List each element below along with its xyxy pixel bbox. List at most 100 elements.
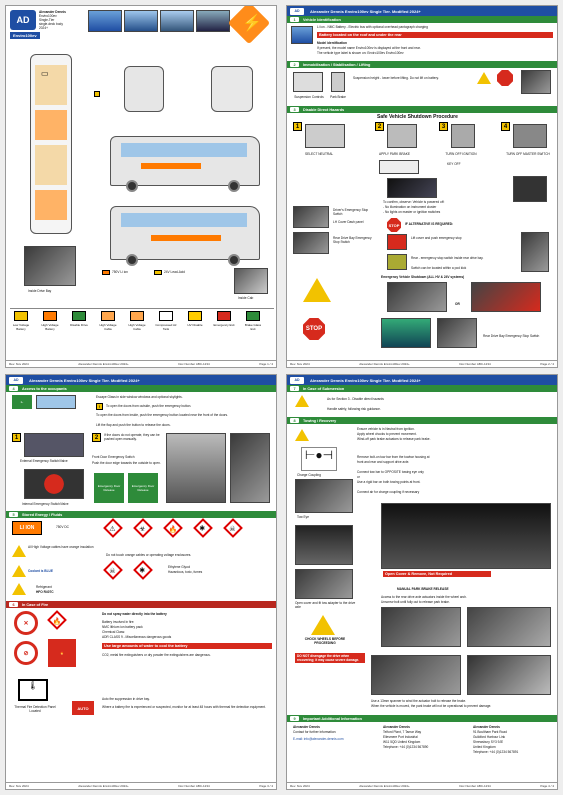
legend-emergency-exit: Emergency Exit	[213, 309, 235, 333]
warning-marker: !	[96, 403, 103, 410]
confirm-text: - No illumination on instrument cluster	[383, 205, 437, 209]
brand-logo: AD	[290, 7, 304, 15]
actuator-photo	[467, 607, 551, 647]
manual-park-heading: MANUAL PARK BRAKE RELEASE	[397, 587, 449, 591]
title-line: Enviro100ev	[39, 14, 57, 18]
door-text-3: Push the door edge towards the outside t…	[92, 461, 161, 465]
suspension-label: Suspension Controls	[294, 95, 324, 99]
no-water-icon: ✕	[14, 611, 38, 635]
icon-legend-row: Low Voltage Battery High Voltage Battery…	[10, 308, 274, 352]
tow-text-2: Remove bolt-on tow bar from the towbar h…	[357, 455, 430, 459]
step-number: 2	[375, 122, 384, 131]
drive-bay-label: Rear Drive Bay Emergency Stop Switch	[333, 236, 372, 244]
warning-text: Use a 13mm spanner to wind the actuator …	[371, 699, 467, 703]
driver-switch-label: Driver's Emergency Stop Switch	[333, 208, 369, 216]
page-header: AD Alexander Dennis Enviro100ev Single T…	[6, 375, 276, 385]
submersion-text: As for Section 3 - Disable direct hazard…	[327, 397, 384, 401]
identification-text: Li ion - NMC Battery - Electric bus with…	[317, 25, 428, 29]
tow-text-2: front and rear and support drive axle.	[357, 460, 410, 464]
car-key-photo	[379, 160, 419, 174]
vehicle-rear-photo	[381, 318, 431, 348]
ghs-toxic-icon: ☠	[103, 560, 123, 580]
inside-cab-label: Inside Cab	[238, 296, 254, 300]
manual-park-text: Access to the rear drive axle actuators …	[381, 595, 467, 599]
inside-cab-photo	[234, 268, 268, 294]
rear-drive-bay-label: Rear Drive Bay Emergency Stop Switch	[483, 334, 540, 338]
legend-hv-disable: HV Disable	[184, 309, 206, 333]
ghs-flame-icon: 🔥	[163, 518, 183, 538]
lift-cover-text: Lift cover and push emergency stop	[411, 236, 462, 240]
key-off-label: KEY OFF	[447, 162, 461, 166]
emergency-door-sign: Emergency Door Release	[94, 473, 124, 503]
park-brake-photo	[387, 124, 417, 148]
model-id-heading: Model identification	[317, 41, 347, 45]
contact-text: Contact for further information:	[293, 730, 337, 734]
emergency-shutdown-title: Emergency Vehicle Shutdown (ALL HV & 24V…	[381, 275, 465, 279]
contact-text: Alexander Dennis	[473, 725, 500, 729]
bus-front-tow-photo	[295, 525, 353, 565]
title-line: 2024+	[39, 26, 48, 30]
title-line: Single-Tier	[39, 18, 55, 22]
tow-text: Wind-off park brake actuators to release…	[357, 437, 431, 441]
towing-underbody-photo	[381, 503, 551, 569]
brand-logo: AD	[290, 376, 304, 384]
switch-box-photo	[437, 318, 477, 348]
ignition-photo	[451, 124, 475, 148]
page-2-identification-shutdown: AD Alexander Dennis Enviro100ev Single T…	[286, 5, 558, 368]
bus-photo-front	[88, 10, 122, 32]
park-brake-label: Park Brake	[330, 95, 346, 99]
inside-drive-bay-photo	[24, 246, 76, 286]
step-label: TURN OFF MASTER SWITCH	[506, 152, 550, 156]
title-line: Alexander Dennis	[39, 10, 66, 14]
contact-text: Shrewsbury SY3 9JE	[473, 740, 504, 744]
page-1-vehicle-overview: AD Alexander Dennis Enviro100ev Single-T…	[5, 5, 277, 368]
fire-text: Chemical Class:	[102, 630, 126, 634]
stop-sign-icon: STOP	[387, 218, 401, 232]
rear-drive-bay-photo	[387, 282, 447, 312]
step-number: 3	[439, 122, 448, 131]
contact-text: Telford Plant, 7 Tamar Way	[383, 730, 422, 734]
escape-text: Escape Glass in side window windows and …	[96, 395, 183, 399]
legend-hv-cable-2: High Voltage Cable	[126, 309, 148, 333]
bolt-glyph-icon: ⚡	[242, 15, 262, 32]
external-switch-photo	[24, 433, 84, 457]
bus-photo-front-2	[196, 10, 230, 32]
rear-stop-text: Rear - emergency stop switch inside rear…	[411, 256, 484, 260]
warning-icon	[311, 615, 335, 635]
contact-text: Telephone: +44 (0)1234 567890	[383, 745, 429, 749]
ext-stop-text: Switch can be located within a pod kick	[411, 266, 467, 270]
li-ion-badge: LI ION	[12, 521, 42, 535]
contact-email-link[interactable]: E-mail: info@alexander-dennis.com	[293, 737, 344, 741]
orange-cables-text: Do not touch orange cables or operating …	[106, 553, 192, 557]
hv-legend-swatch	[102, 270, 110, 275]
contact-text: United Kingdom	[473, 745, 496, 749]
escape-text: To open the doors from outside, push the…	[106, 404, 192, 408]
contact-text: 91 Boultham Park Road	[473, 730, 507, 734]
page-header: AD Alexander Dennis Enviro100ev Single T…	[287, 375, 557, 385]
door-photo	[166, 433, 226, 503]
coolant-text: Coolant is BLUE	[28, 569, 53, 573]
page-3-occupants-fluids-fire: AD Alexander Dennis Enviro100ev Single T…	[5, 374, 277, 790]
thermal-detection-icon: 🌡	[18, 679, 48, 701]
ghs-fire-icon: 🔥	[47, 610, 67, 630]
ghs-health-icon: ✱	[133, 560, 153, 580]
page-header: AD Alexander Dennis Enviro100ev Single T…	[287, 6, 557, 16]
warning-icon	[295, 395, 309, 407]
door-text: To open the doors from inside, push the …	[96, 413, 229, 417]
bus-photo-rear	[160, 10, 194, 32]
wheel-arch-photo	[381, 607, 461, 647]
step-number: 1	[293, 122, 302, 131]
rear-stop-switch-photo	[293, 232, 329, 254]
ghs-corrosive-icon: ☣	[133, 518, 153, 538]
fire-text: Battery involved in fire:	[102, 620, 135, 624]
or-label: OR	[455, 302, 460, 306]
fire-text: ADR CLASS 9 - Miscellaneous dangerous go…	[102, 635, 172, 639]
warning-icon	[12, 583, 26, 595]
fire-water-banner: Use large amounts of water to cool the b…	[102, 643, 272, 649]
bus-side-view-right	[110, 206, 260, 260]
